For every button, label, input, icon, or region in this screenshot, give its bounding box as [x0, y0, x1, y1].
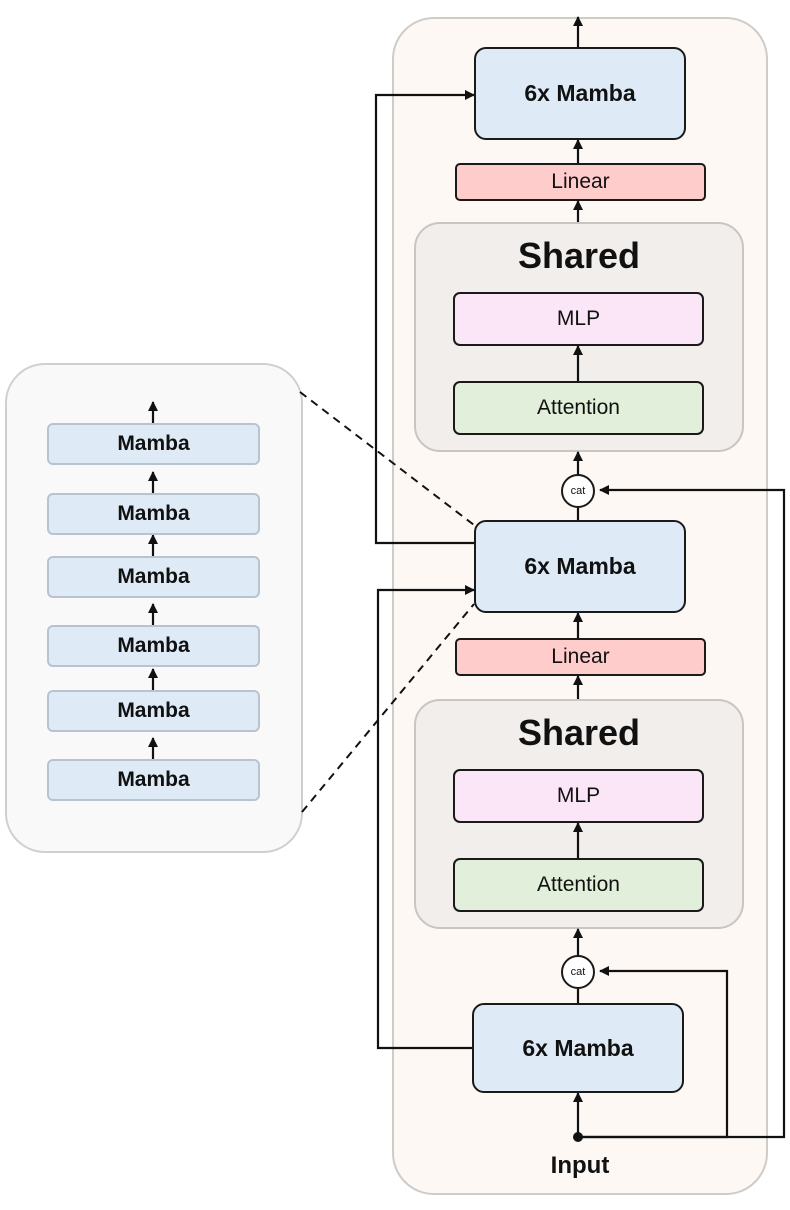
- mlp-block-lower: MLP: [453, 769, 704, 823]
- concat-node-upper: cat: [561, 474, 595, 508]
- linear-layer-top: Linear: [455, 163, 706, 201]
- zoom-mamba-block: Mamba: [47, 556, 260, 598]
- input-node-dot: [573, 1132, 583, 1142]
- mamba-block-top: 6x Mamba: [474, 47, 686, 140]
- zoom-mamba-block: Mamba: [47, 759, 260, 801]
- shared-title-lower: Shared: [517, 712, 641, 753]
- zoom-mamba-block: Mamba: [47, 690, 260, 732]
- mlp-block-upper: MLP: [453, 292, 704, 346]
- zoom-mamba-block: Mamba: [47, 493, 260, 535]
- concat-node-lower: cat: [561, 955, 595, 989]
- mamba-block-middle: 6x Mamba: [474, 520, 686, 613]
- attention-block-lower: Attention: [453, 858, 704, 912]
- zoom-mamba-block: Mamba: [47, 625, 260, 667]
- mamba-block-bottom: 6x Mamba: [472, 1003, 684, 1093]
- attention-block-upper: Attention: [453, 381, 704, 435]
- skip-mamba-bottom-to-mid: [376, 585, 475, 1050]
- skip-input-to-lower-cat: [578, 966, 729, 1139]
- linear-layer-middle: Linear: [455, 638, 706, 676]
- input-label: Input: [550, 1152, 610, 1179]
- zoom-indicator-lines: [299, 391, 475, 813]
- skip-mamba-mid-to-top: [374, 90, 475, 545]
- shared-title-upper: Shared: [517, 235, 641, 276]
- zoom-mamba-block: Mamba: [47, 423, 260, 465]
